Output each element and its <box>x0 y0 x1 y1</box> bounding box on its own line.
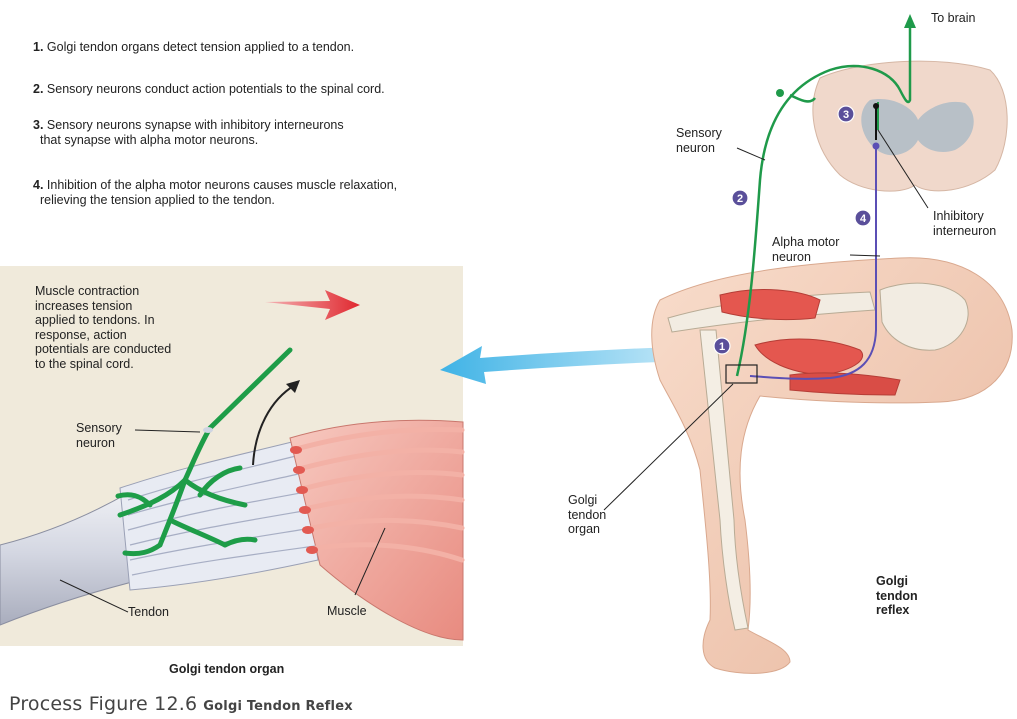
inset-sensory-line-2: neuron <box>76 436 122 451</box>
reflex-line-1: Golgi <box>876 574 918 589</box>
leg-sensory-leader <box>737 148 765 160</box>
golgi-tendon-reflex-label: Golgi tendon reflex <box>876 574 918 618</box>
red-direction-arrow <box>265 290 360 320</box>
inset-desc-line-3: applied to tendons. In <box>35 313 255 328</box>
inset-description: Muscle contraction increases tension app… <box>35 284 255 371</box>
to-brain-label: To brain <box>931 11 975 26</box>
alpha-motor-neuron-label: Alpha motor neuron <box>772 235 839 264</box>
inhibitory-line-1: Inhibitory <box>933 209 996 224</box>
alpha-motor-line-2: neuron <box>772 250 839 265</box>
golgi-tendon-organ-label: Golgi tendon organ <box>568 493 606 537</box>
leg-sensory-line-2: neuron <box>676 141 722 156</box>
inset-sensory-line-1: Sensory <box>76 421 122 436</box>
inset-desc-line-1: Muscle contraction <box>35 284 255 299</box>
muscle-label: Muscle <box>327 604 367 619</box>
leg-sensory-line-1: Sensory <box>676 126 722 141</box>
tendon-label: Tendon <box>128 605 169 620</box>
badge-2-text: 2 <box>737 193 743 205</box>
inset-caption: Golgi tendon organ <box>169 662 284 676</box>
alpha-motor-line-1: Alpha motor <box>772 235 839 250</box>
figure-number: Process Figure 12.6 <box>9 693 197 715</box>
golgi-organ-line-2: tendon <box>568 508 606 523</box>
figure-title-text: Golgi Tendon Reflex <box>203 699 353 714</box>
to-brain-arrowhead <box>904 14 916 28</box>
inhibitory-interneuron-label: Inhibitory interneuron <box>933 209 996 238</box>
upward-arrowhead <box>286 380 300 393</box>
tendon-drawing <box>0 440 318 625</box>
badge-4-text: 4 <box>860 213 867 225</box>
reflex-line-2: tendon <box>876 589 918 604</box>
inset-desc-line-2: increases tension <box>35 299 255 314</box>
badge-3-text: 3 <box>843 109 849 121</box>
sensory-neuron-leader <box>135 430 200 432</box>
inset-desc-line-5: potentials are conducted <box>35 342 255 357</box>
reflex-line-3: reflex <box>876 603 918 618</box>
figure-title: Process Figure 12.6 Golgi Tendon Reflex <box>9 693 353 715</box>
golgi-organ-line-3: organ <box>568 522 606 537</box>
leg-drawing <box>652 258 1013 674</box>
inset-desc-line-6: to the spinal cord. <box>35 357 255 372</box>
motor-neuron-body <box>873 143 880 150</box>
interneuron-dot <box>873 103 879 109</box>
golgi-organ-line-1: Golgi <box>568 493 606 508</box>
leg-sensory-neuron-label: Sensory neuron <box>676 126 722 155</box>
badge-1-text: 1 <box>719 341 725 353</box>
ganglion-dot <box>776 89 784 97</box>
inhibitory-line-2: interneuron <box>933 224 996 239</box>
inset-sensory-neuron-label: Sensory neuron <box>76 421 122 450</box>
sensory-branch <box>790 95 815 101</box>
inset-desc-line-4: response, action <box>35 328 255 343</box>
muscle-drawing <box>290 420 463 640</box>
neuron-node <box>203 427 213 433</box>
